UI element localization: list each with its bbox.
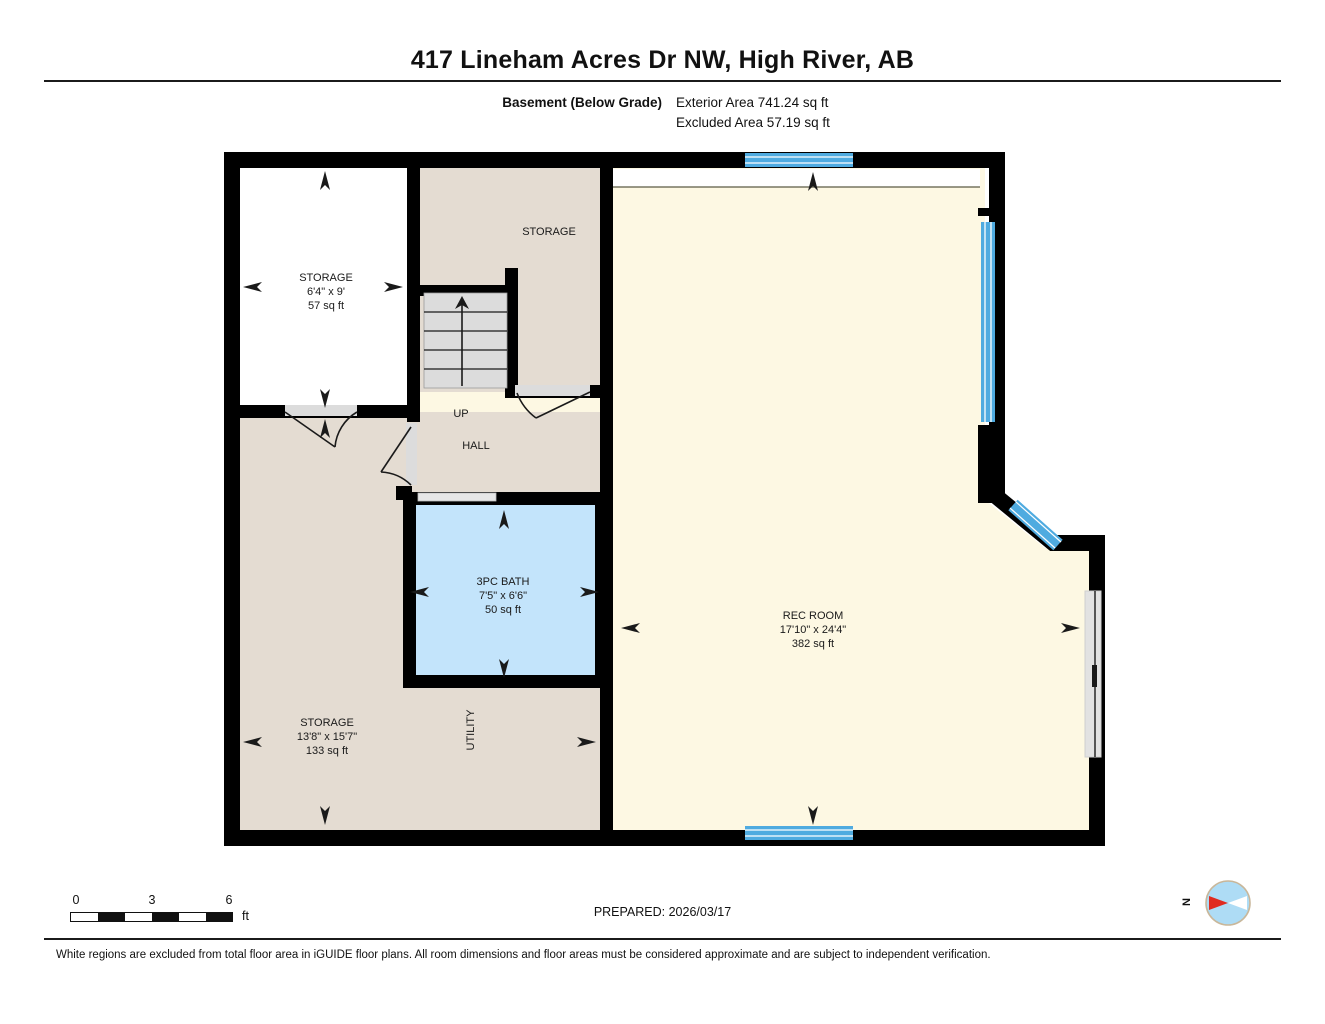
scale-tick-6: 6 — [225, 893, 233, 907]
window-right — [981, 222, 995, 422]
scale-tick-0: 0 — [72, 893, 80, 907]
label-storage-lower-name: STORAGE — [300, 717, 354, 729]
label-bath-name: 3PC BATH — [477, 576, 530, 588]
label-bath-dims: 7'5" x 6'6" — [479, 590, 527, 602]
dimension-arrows — [243, 171, 1080, 825]
window-bottom — [745, 826, 853, 840]
disclaimer-text: White regions are excluded from total fl… — [56, 949, 991, 961]
compass-north-label: N — [1180, 898, 1193, 906]
exterior-area-text: Exterior Area 741.24 sq ft — [676, 95, 829, 110]
footer-divider — [44, 938, 1281, 940]
compass-rose — [1205, 880, 1251, 926]
level-summary: Basement (Below Grade) Exterior Area 741… — [0, 93, 1325, 137]
label-storage-lower-dims: 13'8" x 15'7" — [297, 731, 357, 743]
scale-tick-3: 3 — [148, 893, 156, 907]
label-bath-area: 50 sq ft — [485, 604, 521, 616]
excluded-area-text: Excluded Area 57.19 sq ft — [676, 115, 830, 130]
windows — [745, 153, 1102, 840]
room-fill-rec-room — [612, 165, 1092, 832]
patio-door-right — [1084, 590, 1102, 758]
label-hall-name: HALL — [462, 440, 490, 452]
scale-bar: 0 3 6 ft — [70, 893, 270, 933]
header-divider — [44, 80, 1281, 82]
window-top — [745, 153, 853, 167]
label-rec-room-dims: 17'10" x 24'4" — [780, 624, 847, 636]
label-rec-room-name: REC ROOM — [783, 610, 844, 622]
prepared-date: PREPARED: 2026/03/17 — [593, 905, 732, 919]
window-angled — [1008, 499, 1063, 551]
label-utility-name: UTILITY — [465, 709, 477, 751]
wall-structure — [224, 152, 1105, 846]
room-fill-storage-excluded — [237, 165, 415, 415]
doors — [284, 385, 591, 502]
label-rec-room-area: 382 sq ft — [792, 638, 834, 650]
level-label: Basement (Below Grade) — [502, 95, 662, 110]
door-bath — [417, 492, 497, 502]
page-title: 417 Lineham Acres Dr NW, High River, AB — [410, 46, 915, 74]
door-storage-excluded — [284, 405, 358, 448]
label-storage-excluded-dims: 6'4" x 9' — [307, 286, 345, 298]
scale-unit: ft — [242, 909, 249, 923]
label-stairs-up: UP — [453, 408, 468, 420]
stairs — [423, 292, 508, 389]
door-hall-storage — [380, 423, 417, 486]
label-storage-top-name: STORAGE — [522, 226, 576, 238]
door-hall-top-storage — [515, 385, 591, 419]
excluded-strip-rec-top — [612, 169, 980, 188]
room-labels: STORAGE 6'4" x 9' 57 sq ft STORAGE HALL … — [297, 226, 846, 757]
room-fill-bath — [403, 497, 603, 683]
label-storage-lower-area: 133 sq ft — [306, 745, 348, 757]
scale-bar-graphic — [70, 912, 233, 922]
label-storage-excluded-name: STORAGE — [299, 272, 353, 284]
label-storage-excluded-area: 57 sq ft — [308, 300, 344, 312]
